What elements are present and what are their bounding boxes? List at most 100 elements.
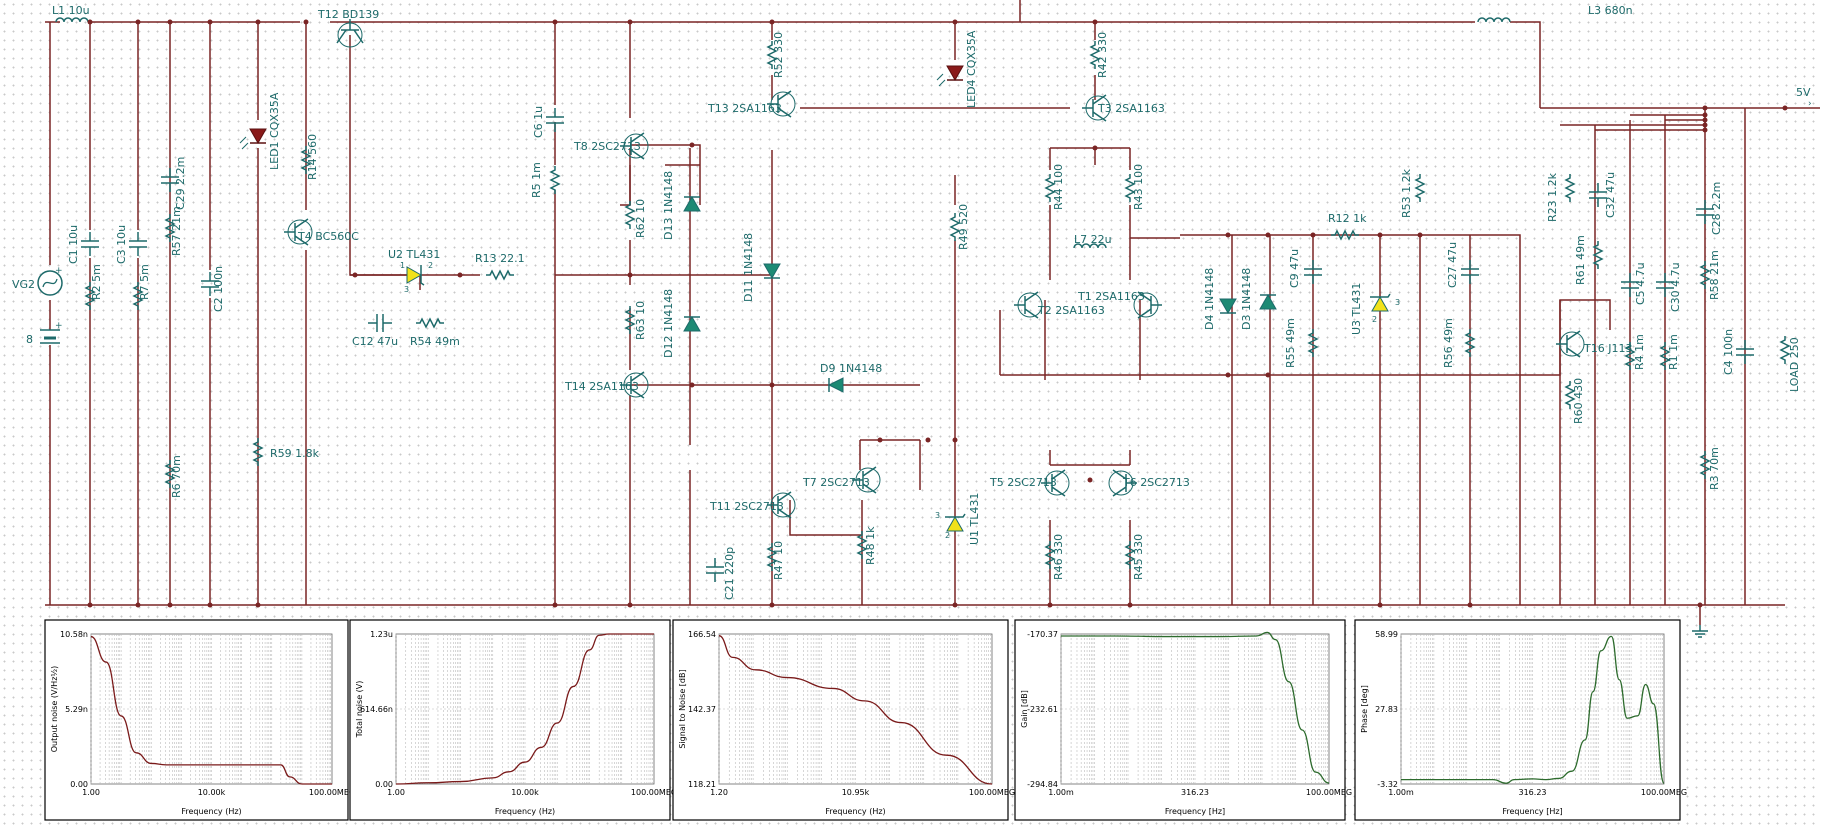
diode-d4[interactable] bbox=[1219, 298, 1237, 314]
label-d13: D13 1N4148 bbox=[662, 171, 675, 240]
inductor-l3[interactable] bbox=[1477, 17, 1511, 23]
label-r42: R42 330 bbox=[1096, 32, 1109, 78]
y-tick-label: 614.66n bbox=[360, 705, 393, 714]
inductor-l1[interactable] bbox=[55, 17, 89, 23]
label-c1: C1 10u bbox=[67, 225, 80, 264]
x-tick-label: 1.00m bbox=[1388, 788, 1414, 797]
reference-u2[interactable] bbox=[406, 264, 425, 286]
led-led4[interactable] bbox=[936, 65, 964, 87]
label-t13: T13 2SA1163 bbox=[707, 102, 782, 115]
reference-u3[interactable] bbox=[1369, 293, 1391, 312]
x-tick-label: 100.00MEG bbox=[1306, 788, 1352, 797]
label-r59: R59 1.8k bbox=[270, 447, 320, 460]
label-r12: R12 1k bbox=[1328, 212, 1367, 225]
ground-symbol bbox=[1691, 624, 1709, 638]
label-r3: R3 70m bbox=[1708, 447, 1721, 490]
y-axis-label: Gain [dB] bbox=[1020, 690, 1029, 728]
y-tick-label: 5.29n bbox=[65, 705, 88, 714]
label-load: LOAD 250 bbox=[1788, 337, 1801, 392]
diode-d3[interactable] bbox=[1259, 294, 1277, 310]
y-axis-label: Total noise (V) bbox=[355, 681, 364, 739]
label-u2: U2 TL431 bbox=[388, 248, 440, 261]
label-c5: C5 4.7u bbox=[1634, 262, 1647, 305]
label-c4: C4 100n bbox=[1722, 329, 1735, 375]
label-r47: R47 10 bbox=[772, 541, 785, 580]
capacitor-c6[interactable] bbox=[545, 107, 565, 133]
label-r2: R2 5m bbox=[90, 264, 103, 300]
y-tick-label: 1.23u bbox=[370, 630, 393, 639]
y-tick-label: 0.00 bbox=[70, 780, 88, 789]
label-t16: T16 J113 bbox=[1583, 342, 1632, 355]
diode-d13[interactable] bbox=[683, 196, 701, 212]
x-tick-label: 100.00MEG bbox=[309, 788, 355, 797]
x-tick-label: 100.00MEG bbox=[1641, 788, 1687, 797]
battery-source[interactable] bbox=[40, 329, 60, 344]
resistor-r5[interactable] bbox=[550, 165, 560, 195]
diode-d11[interactable] bbox=[763, 263, 781, 279]
label-l1: L1 10u bbox=[52, 4, 90, 17]
label-d3: D3 1N4148 bbox=[1240, 268, 1253, 330]
x-tick-label: 100.00MEG bbox=[631, 788, 677, 797]
label-t8: T8 2SC2713 bbox=[573, 140, 641, 153]
x-axis-label: Frequency (Hz) bbox=[825, 807, 885, 816]
label-battery: 8 bbox=[26, 333, 33, 346]
resistor-r54[interactable] bbox=[415, 318, 445, 328]
label-r1: R1 1m bbox=[1667, 334, 1680, 370]
source-plus-icon: + bbox=[55, 266, 63, 276]
label-d9: D9 1N4148 bbox=[820, 362, 882, 375]
diode-d12[interactable] bbox=[683, 316, 701, 332]
label-t4: T4 BC560C bbox=[297, 230, 359, 243]
capacitor-c1[interactable] bbox=[80, 231, 100, 257]
label-t3: T3 2SA1163 bbox=[1097, 102, 1165, 115]
y-tick-label: 27.83 bbox=[1375, 705, 1398, 714]
label-c9: C9 47u bbox=[1288, 249, 1301, 288]
series-line bbox=[1401, 635, 1665, 784]
label-led4: LED4 CQX35A bbox=[965, 30, 978, 108]
label-d12: D12 1N4148 bbox=[662, 289, 675, 358]
label-u3: U3 TL431 bbox=[1350, 283, 1363, 335]
x-axis-label: Frequency [Hz] bbox=[1165, 807, 1225, 816]
voltage-source-vg2[interactable] bbox=[37, 270, 63, 296]
label-t12: T12 BD139 bbox=[317, 8, 379, 21]
label-r14: R14 560 bbox=[306, 134, 319, 180]
x-tick-label: 10.95k bbox=[842, 788, 870, 797]
horizontal-wires bbox=[350, 0, 1705, 490]
y-axis-label: Output noise (V/Hz½) bbox=[50, 666, 59, 753]
label-r45: R45 330 bbox=[1132, 534, 1145, 580]
label-r46: R46 330 bbox=[1052, 534, 1065, 580]
led-led1[interactable] bbox=[239, 128, 267, 150]
diode-d9[interactable] bbox=[828, 377, 844, 393]
x-axis-label: Frequency (Hz) bbox=[495, 807, 555, 816]
label-r7: R7 5m bbox=[138, 264, 151, 300]
label-t14: T14 2SA1163 bbox=[564, 380, 639, 393]
series-line bbox=[90, 635, 332, 785]
label-l7: L7 22u bbox=[1074, 233, 1112, 246]
label-r23: R23 1.2k bbox=[1546, 172, 1559, 222]
capacitor-c3[interactable] bbox=[128, 231, 148, 257]
capacitor-c12[interactable] bbox=[367, 313, 393, 333]
x-tick-label: 100.00MEG bbox=[969, 788, 1015, 797]
label-c29: C29 2.2m bbox=[174, 157, 187, 210]
output-arrow-icon: › bbox=[1808, 99, 1812, 109]
capacitor-c21[interactable] bbox=[705, 557, 725, 583]
y-tick-label: 58.99 bbox=[1375, 630, 1398, 639]
pin-3-u2: 3 bbox=[404, 285, 409, 294]
reference-u1[interactable] bbox=[944, 513, 966, 532]
resistor-r23[interactable] bbox=[1565, 173, 1575, 203]
vertical-wires bbox=[49, 22, 1746, 625]
resistor-r53[interactable] bbox=[1415, 173, 1425, 203]
label-r53: R53 1.2k bbox=[1400, 168, 1413, 218]
label-t5: T5 2SC2713 bbox=[989, 476, 1057, 489]
label-c30: C30 4.7u bbox=[1669, 262, 1682, 312]
resistor-r13[interactable] bbox=[485, 270, 515, 280]
label-t7: T7 2SC2713 bbox=[802, 476, 870, 489]
pin-2-u2: 2 bbox=[428, 261, 433, 270]
label-vg2: VG2 bbox=[12, 278, 35, 291]
